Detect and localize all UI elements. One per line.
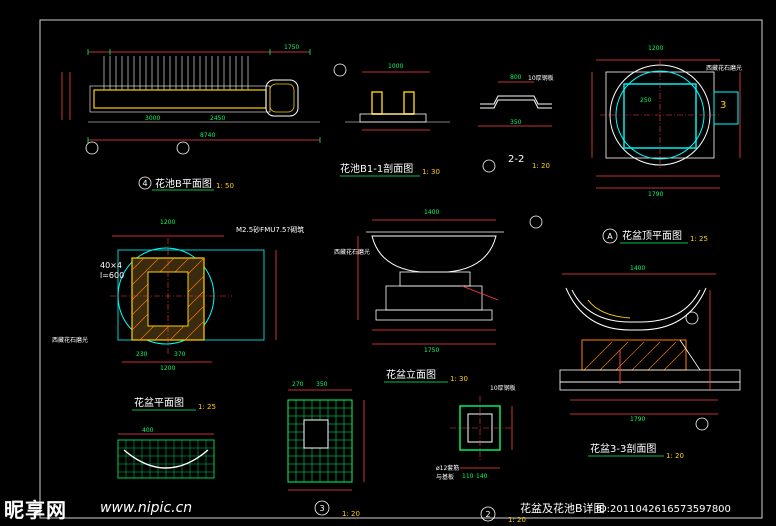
planter-plan-title: 花盆平面图 bbox=[134, 396, 184, 409]
planter-plan-m25-note: M2.5砂FMU7.5?砌筑 bbox=[236, 225, 304, 234]
elevation-stone-note: 西藏花石磨光 bbox=[334, 248, 370, 256]
flowerbed-b-plan: 4 花池B平面图 1: 50 8740 3000 2450 1750 bbox=[61, 44, 347, 191]
planter-plan-stone-note: 西藏花石磨光 bbox=[52, 336, 88, 344]
watermark-id-text: ID:2011042616573597800 bbox=[596, 504, 731, 515]
plan4-dim-2450: 2450 bbox=[210, 115, 225, 122]
detail-2-dim-140: 140 bbox=[476, 473, 488, 480]
top-plan-dim-1790: 1790 bbox=[648, 191, 663, 198]
detail-2-steel-plate: 10厚钢板 ø12套筋 与基板 110 140 2 1: 20 bbox=[436, 384, 526, 524]
plan4-dim-3000: 3000 bbox=[145, 115, 160, 122]
detail-2-number: 2 bbox=[485, 510, 490, 519]
top-plan-stone-note: 西藏花石磨光 bbox=[706, 64, 742, 72]
plan4-number: 4 bbox=[142, 179, 147, 188]
planter-plan-scale: 1: 25 bbox=[198, 403, 216, 411]
elevation-dim-1400: 1400 bbox=[424, 209, 439, 216]
detail-3-number: 3 bbox=[319, 504, 324, 513]
top-plan-dim-1200: 1200 bbox=[648, 45, 663, 52]
watermark-logo: 昵享网 bbox=[4, 494, 67, 523]
section-3-3-scale: 1: 20 bbox=[666, 452, 684, 460]
section-2-2-title: 2-2 bbox=[508, 154, 524, 165]
elevation-scale: 1: 30 bbox=[450, 375, 468, 383]
detail-3-dim-350: 350 bbox=[316, 381, 328, 388]
detail-3-dim-270: 270 bbox=[292, 381, 304, 388]
bowl-grid-dim-400: 400 bbox=[142, 427, 154, 434]
detail-2-dim-110: 110 bbox=[462, 473, 474, 480]
top-plan-title: 花盆顶平面图 bbox=[622, 229, 682, 242]
sheet-border bbox=[39, 19, 763, 519]
section-2-2-scale: 1: 20 bbox=[532, 162, 550, 170]
top-plan-section-3: 3 bbox=[720, 100, 726, 111]
detail-2-rebar-note: ø12套筋 bbox=[436, 464, 459, 472]
flowerbed-b1-section: 花池B1-1剖面图 1: 30 1000 bbox=[340, 63, 450, 177]
section-3-3-dim-1790: 1790 bbox=[630, 416, 645, 423]
section-3-3-dim-1400: 1400 bbox=[630, 265, 645, 272]
top-plan-number: A bbox=[607, 232, 613, 241]
planter-plan-dim-1200-top: 1200 bbox=[160, 219, 175, 226]
plan4-scale: 1: 50 bbox=[216, 182, 234, 190]
section-2-2-dim-800: 800 bbox=[510, 74, 522, 81]
watermark-logo-text: 昵享网 bbox=[4, 498, 67, 522]
planter-plan-bolt-note-2: l=600 bbox=[100, 271, 124, 280]
detail-3-grid: 270 350 3 1: 20 bbox=[287, 381, 365, 518]
section-b1-dim-1000: 1000 bbox=[388, 63, 403, 70]
elevation-dim-1750: 1750 bbox=[424, 347, 439, 354]
watermark-url-text: www.nipic.cn bbox=[100, 500, 193, 516]
detail-2-scale: 1: 20 bbox=[508, 516, 526, 524]
planter-plan-dim-1200-bottom: 1200 bbox=[160, 365, 175, 372]
section-2-2: 10厚钢板 800 350 2-2 1: 20 bbox=[478, 74, 554, 173]
planter-plan: M2.5砂FMU7.5?砌筑 40×4 l=600 西藏花石磨光 1200 12… bbox=[52, 219, 304, 411]
plan4-dim-8740: 8740 bbox=[200, 132, 215, 139]
top-plan-dim-250: 250 bbox=[640, 97, 652, 104]
section-3-3-title: 花盆3-3剖面图 bbox=[590, 442, 656, 455]
planter-plan-bolt-note: 40×4 bbox=[100, 261, 122, 270]
detail-2-steel-note: 10厚钢板 bbox=[490, 384, 516, 392]
planter-plan-dim-370: 370 bbox=[174, 351, 186, 358]
plan4-dim-1750: 1750 bbox=[284, 44, 299, 51]
planter-3-3-section: 1400 1790 花盆3-3剖面图 1: 20 bbox=[559, 265, 741, 460]
watermark-url: www.nipic.cn bbox=[100, 500, 192, 516]
section-2-2-dim-350: 350 bbox=[510, 119, 522, 126]
planter-plan-dim-230: 230 bbox=[136, 351, 148, 358]
bowl-grid-detail: 400 bbox=[117, 427, 215, 479]
planter-elevation: 1400 1750 西藏花石磨光 花盆立面图 1: 30 bbox=[334, 209, 543, 383]
elevation-title: 花盆立面图 bbox=[386, 368, 436, 381]
section-b1-title: 花池B1-1剖面图 bbox=[340, 162, 413, 175]
top-plan-scale: 1: 25 bbox=[690, 235, 708, 243]
detail-2-rebar-note-2: 与基板 bbox=[436, 473, 454, 481]
section-b1-scale: 1: 30 bbox=[422, 168, 440, 176]
detail-sheet-title: 花盆及花池B详图 bbox=[520, 501, 605, 515]
section-2-2-steel: 10厚钢板 bbox=[528, 74, 554, 82]
watermark-id: ID:2011042616573597800 bbox=[596, 504, 731, 515]
plan4-title: 花池B平面图 bbox=[155, 177, 212, 190]
detail-3-scale: 1: 20 bbox=[342, 510, 360, 518]
planter-top-plan: 1200 1790 250 3 西藏花石磨光 A 花盆顶平面图 1: 25 bbox=[591, 45, 742, 244]
